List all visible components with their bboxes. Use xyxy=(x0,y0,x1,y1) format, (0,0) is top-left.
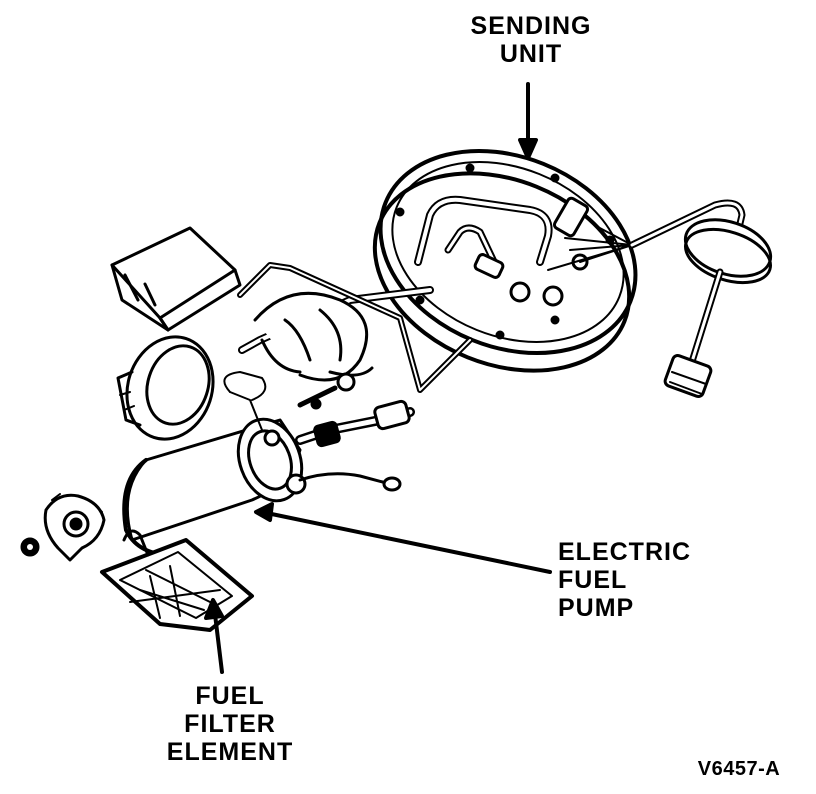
electric-fuel-pump-label-line3: PUMP xyxy=(558,594,635,622)
sending-unit-label-line2: UNIT xyxy=(499,40,563,68)
fuel-filter-element-label-line3: ELEMENT xyxy=(166,738,294,766)
figure-code: V6457-A xyxy=(697,758,781,780)
retainer-clip xyxy=(20,493,106,562)
sending-unit-label-line1: SENDING xyxy=(470,12,592,40)
filter-block xyxy=(110,226,242,332)
electric-fuel-pump-label-line1: ELECTRIC xyxy=(558,538,691,566)
fuel-filter-element xyxy=(100,529,254,632)
electric-fuel-pump-label-line2: FUEL xyxy=(558,566,628,594)
fuel-level-float xyxy=(628,199,773,398)
fuel-filter-element-label-line2: FILTER xyxy=(184,710,276,738)
fuel-filter-element-label: FUEL FILTER ELEMENT xyxy=(150,682,310,766)
pump-isolator-ring xyxy=(116,335,215,441)
sending-unit-flange xyxy=(372,148,638,373)
electric-fuel-pump-label: ELECTRIC FUEL PUMP xyxy=(558,538,718,622)
fuel-filter-element-label-line1: FUEL xyxy=(195,682,265,710)
leader-arrows xyxy=(204,82,552,674)
sending-unit-label: SENDING UNIT xyxy=(446,12,616,68)
pump-bracket xyxy=(253,291,374,410)
